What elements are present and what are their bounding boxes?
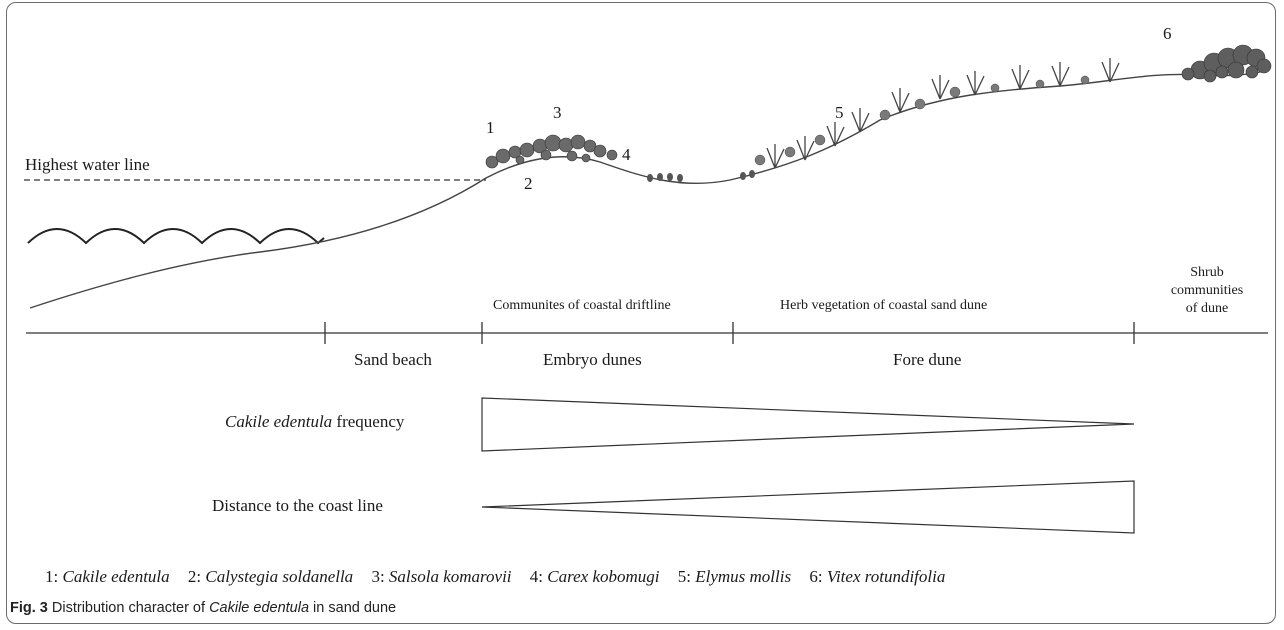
legend-num-6: 6: bbox=[809, 567, 823, 586]
zone-top-shrub: Shrub communities of dune bbox=[1152, 264, 1262, 318]
plant-number-3: 3 bbox=[553, 103, 562, 122]
legend-species-6: Vitex rotundifolia bbox=[826, 567, 946, 586]
driftline-vegetation bbox=[485, 134, 618, 169]
legend-species-3: Salsola komarovii bbox=[388, 567, 512, 586]
plant-number-6: 6 bbox=[1163, 24, 1172, 43]
legend-species-2: Calystegia soldanella bbox=[205, 567, 354, 586]
sea-waves bbox=[27, 228, 325, 245]
plant-number-2: 2 bbox=[524, 174, 533, 193]
zone-fore-dune: Fore dune bbox=[893, 350, 962, 369]
legend-num-4: 4: bbox=[529, 567, 544, 586]
legend-num-1: 1: bbox=[45, 567, 59, 586]
vitex-shrub bbox=[1181, 44, 1272, 83]
water-line-label: Highest water line bbox=[25, 155, 150, 174]
zone-top-herb: Herb vegetation of coastal sand dune bbox=[780, 298, 988, 313]
frequency-species: Cakile edentula bbox=[225, 412, 333, 431]
legend-item-5: 5: Elymus mollis bbox=[678, 567, 791, 586]
caption-text-after: in sand dune bbox=[309, 600, 397, 616]
legend-num-5: 5: bbox=[677, 567, 691, 586]
plant-number-5: 5 bbox=[835, 103, 844, 122]
frequency-label: Cakile edentula frequency bbox=[225, 412, 404, 432]
zone-top-driftline: Communites of coastal driftline bbox=[493, 298, 671, 313]
legend-item-1: 1: Cakile edentula bbox=[45, 567, 170, 586]
legend-item-3: 3: Salsola komarovii bbox=[371, 567, 511, 586]
zone-embryo-dunes: Embryo dunes bbox=[543, 350, 642, 369]
shrub-label-line-1: Shrub bbox=[1190, 265, 1224, 280]
distance-label: Distance to the coast line bbox=[212, 496, 383, 515]
elymus-grass bbox=[766, 58, 1120, 169]
caption-text-before: Distribution character of bbox=[47, 600, 210, 616]
frequency-suffix: frequency bbox=[332, 412, 405, 431]
legend-item-2: 2: Calystegia soldanella bbox=[188, 567, 353, 586]
dune-profile bbox=[29, 69, 1269, 309]
legend-species-5: Elymus mollis bbox=[695, 567, 792, 586]
plant-number-4: 4 bbox=[622, 145, 631, 164]
species-legend: 1: Cakile edentula 2: Calystegia soldane… bbox=[45, 567, 959, 587]
shrub-label-line-2: communities bbox=[1170, 283, 1244, 298]
legend-num-2: 2: bbox=[187, 567, 202, 586]
frequency-wedge bbox=[481, 397, 1135, 452]
plant-number-1: 1 bbox=[486, 118, 495, 137]
caption-species: Cakile edentula bbox=[209, 600, 310, 616]
shrub-label-line-3: of dune bbox=[1185, 301, 1229, 316]
herb-clumps bbox=[754, 75, 1090, 166]
legend-species-1: Cakile edentula bbox=[62, 567, 170, 586]
legend-num-3: 3: bbox=[371, 567, 385, 586]
figure-number: Fig. 3 bbox=[10, 600, 48, 616]
legend-item-6: 6: Vitex rotundifolia bbox=[809, 567, 945, 586]
legend-species-4: Carex kobomugi bbox=[547, 567, 660, 586]
figure-caption: Fig. 3 Distribution character of Cakile … bbox=[10, 600, 396, 616]
carex-tufts bbox=[647, 170, 755, 182]
legend-item-4: 4: Carex kobomugi bbox=[530, 567, 660, 586]
zone-sand-beach: Sand beach bbox=[354, 350, 432, 369]
distance-wedge bbox=[481, 480, 1135, 534]
